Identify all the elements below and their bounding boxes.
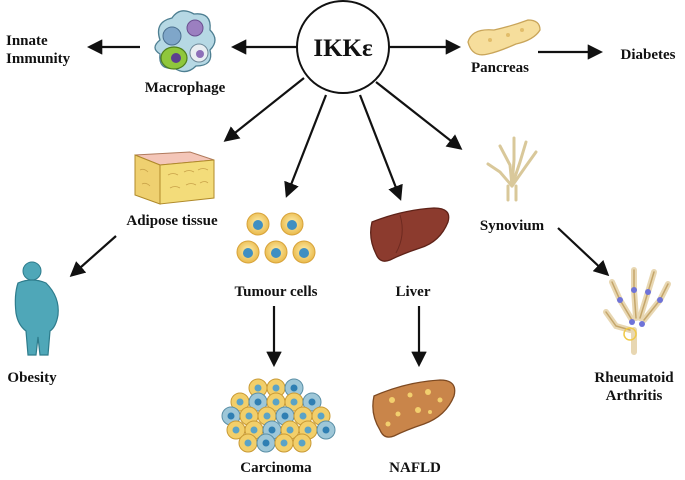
carcinoma-nucleus — [290, 398, 298, 406]
label-ra-line1: Rheumatoid — [594, 370, 674, 386]
fatty-liver-icon — [372, 379, 456, 438]
arthritic-hand-icon — [603, 267, 671, 355]
tumour-cells-icon — [236, 212, 316, 264]
carcinoma-nucleus — [245, 412, 253, 420]
carcinoma-nucleus — [322, 426, 330, 434]
arrow-to-obesity — [69, 235, 117, 278]
carcinoma-nucleus — [308, 398, 316, 406]
carcinoma-nucleus — [263, 412, 271, 420]
hand-skeleton-icon — [486, 136, 538, 202]
carcinoma-nucleus — [268, 426, 276, 434]
arrow-to-synovium — [375, 81, 463, 150]
arrow-to-rheumatoid-arthritis — [557, 227, 610, 277]
carcinoma-nucleus — [290, 384, 298, 392]
adipose-tissue-icon — [134, 151, 215, 205]
arrows — [69, 39, 610, 368]
carcinoma-nucleus — [299, 412, 307, 420]
label-pancreas: Pancreas — [471, 60, 529, 76]
label-ra-line2: Arthritis — [606, 388, 663, 404]
label-obesity: Obesity — [7, 370, 57, 386]
center-circle — [296, 0, 390, 94]
carcinoma-nucleus — [232, 426, 240, 434]
carcinoma-nucleus — [272, 398, 280, 406]
carcinoma-nucleus — [286, 426, 294, 434]
macrophage-icon — [154, 10, 216, 73]
carcinoma-nucleus — [272, 384, 280, 392]
labels: Innate Immunity Macrophage Pancreas Diab… — [6, 33, 676, 476]
center-node: IKKε — [296, 0, 390, 94]
carcinoma-nucleus — [304, 426, 312, 434]
label-synovium: Synovium — [480, 218, 545, 234]
label-tumour: Tumour cells — [235, 284, 318, 300]
label-innate-line2: Immunity — [6, 51, 71, 67]
label-liver: Liver — [396, 284, 431, 300]
label-macrophage: Macrophage — [145, 80, 226, 96]
carcinoma-nucleus — [298, 439, 306, 447]
carcinoma-nucleus — [227, 412, 235, 420]
label-diabetes: Diabetes — [621, 47, 676, 63]
carcinoma-nucleus — [281, 412, 289, 420]
arrow-to-tumour — [284, 94, 328, 198]
carcinoma-nucleus — [254, 384, 262, 392]
carcinoma-nucleus — [244, 439, 252, 447]
carcinoma-nucleus — [254, 398, 262, 406]
label-nafld: NAFLD — [389, 460, 441, 476]
carcinoma-nucleus — [236, 398, 244, 406]
carcinoma-nucleus — [280, 439, 288, 447]
label-carcinoma: Carcinoma — [240, 460, 312, 476]
arrow-to-adipose — [223, 77, 305, 142]
pancreas-icon — [467, 19, 541, 56]
obese-body-icon — [14, 261, 59, 356]
carcinoma-icon — [221, 378, 336, 453]
center-label: IKKε — [313, 35, 373, 62]
liver-icon — [370, 207, 450, 262]
carcinoma-nucleus — [262, 439, 270, 447]
label-innate-line1: Innate — [6, 33, 48, 49]
label-adipose: Adipose tissue — [126, 213, 218, 229]
carcinoma-nucleus — [317, 412, 325, 420]
arrow-to-liver — [358, 94, 403, 201]
carcinoma-nucleus — [250, 426, 258, 434]
